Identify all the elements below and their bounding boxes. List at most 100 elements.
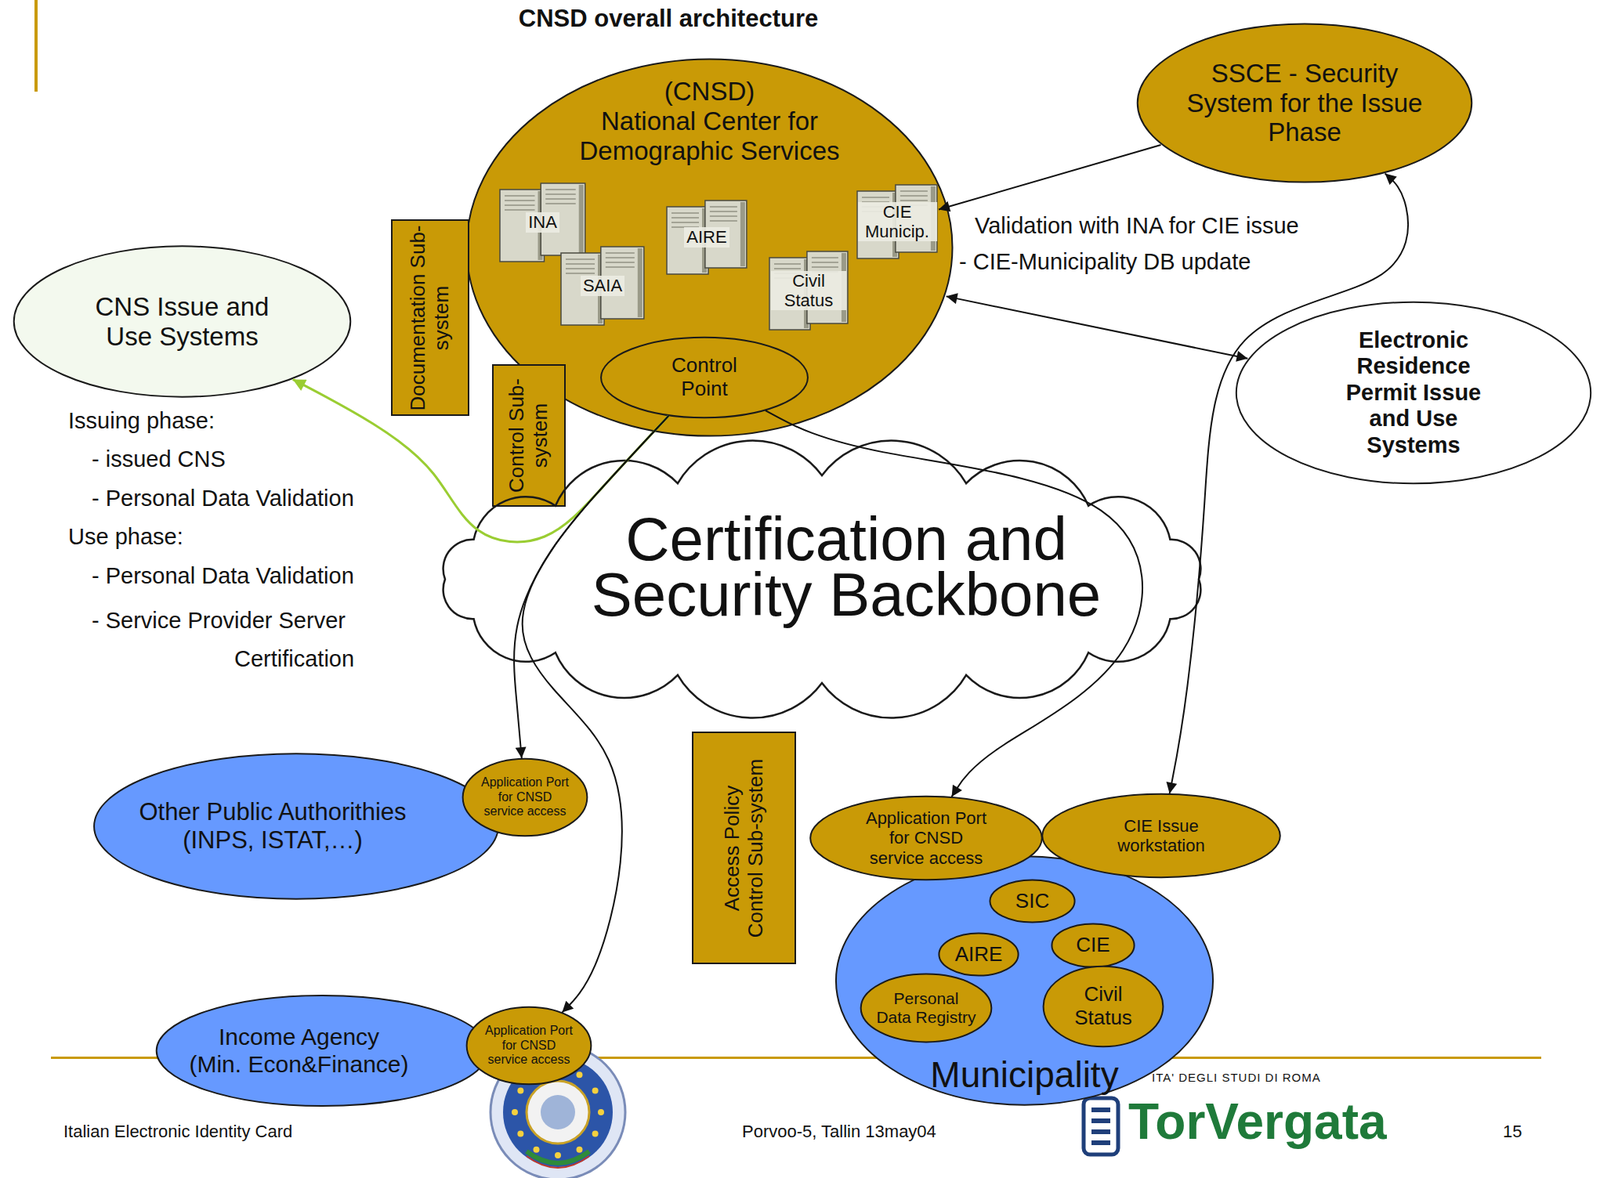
node-text-area: AIRE xyxy=(938,933,1019,977)
server-icon: INA xyxy=(498,181,587,264)
workstation-ellipse: CIE Issue workstation xyxy=(1041,793,1282,879)
node-text-area: Application Port for CNSD service access xyxy=(809,796,1043,881)
node-label: CIE xyxy=(1075,933,1110,958)
node-text-area: Electronic Residence Permit Issue and Us… xyxy=(1234,300,1593,486)
node-text-area: SAIA xyxy=(559,245,646,327)
node-text-area: AIRE xyxy=(665,199,749,276)
node-text-area: Application Port for CNSD service access xyxy=(466,1006,592,1086)
accent-bar xyxy=(34,0,38,92)
authority-ellipse: Income Agency(Min. Econ&Finance)Applicat… xyxy=(155,995,490,1108)
phase-item: - Service Provider Server Certification xyxy=(91,601,421,679)
subsystem-box: Documentation Sub-system xyxy=(390,219,470,417)
page-number: 15 xyxy=(1502,1122,1522,1142)
server-icon: Civil Status xyxy=(767,249,850,332)
node-label: Documentation Sub-system xyxy=(406,224,454,413)
server-label: AIRE xyxy=(684,227,729,247)
phase-item: - Personal Data Validation xyxy=(91,485,355,512)
node-label: AIRE xyxy=(955,943,1003,967)
node-label: Application Port for CNSD service access xyxy=(483,1024,575,1068)
subsystem-box: Access Policy Control Sub-system xyxy=(691,731,797,965)
application-port: Application Port for CNSD service access xyxy=(809,796,1043,881)
phase-heading: Issuing phase: xyxy=(68,408,215,435)
node-text-area: CIE Municip. xyxy=(855,183,939,261)
system-ellipse: Electronic Residence Permit Issue and Us… xyxy=(1234,300,1593,486)
node-label: Certification and Security Backbone xyxy=(571,511,1121,622)
edge-note: - CIE-Municipality DB update xyxy=(959,249,1251,276)
node-text-area: CIE Issue workstation xyxy=(1041,793,1282,879)
server-icon: AIRE xyxy=(665,199,749,276)
edge-note: Validation with INA for CIE issue xyxy=(974,213,1300,239)
node-label: Application Port for CNSD service access xyxy=(863,808,989,869)
node-text-area: SSCE - Security System for the Issue Pha… xyxy=(1136,22,1474,184)
registry-ellipse: Personal Data Registry xyxy=(860,973,992,1043)
server-icon: SAIA xyxy=(559,245,646,327)
node-text-area: Civil Status xyxy=(767,249,850,332)
server-label: Civil Status xyxy=(771,271,847,312)
registry-ellipse: SIC xyxy=(989,879,1076,924)
node-label: National Center for Demographic Services xyxy=(576,106,844,167)
node-text-area: Application Port for CNSD service access xyxy=(462,758,588,837)
application-port: Application Port for CNSD service access xyxy=(462,758,588,837)
node-label: Access Policy Control Sub-system xyxy=(720,754,768,943)
university-name: ITA' DEGLI STUDI DI ROMA xyxy=(1151,1071,1322,1085)
connector xyxy=(514,416,669,759)
cns-link xyxy=(293,379,670,543)
node-text-area: SIC xyxy=(989,879,1076,924)
node-text-area: INA xyxy=(498,181,587,264)
university-logo xyxy=(1083,1098,1119,1155)
phase-item: - Personal Data Validation xyxy=(91,563,355,590)
node-label: CNS Issue and Use Systems xyxy=(72,292,293,352)
node-text-area: Income Agency(Min. Econ&Finance) xyxy=(155,995,490,1108)
connector xyxy=(938,144,1162,210)
server-label: INA xyxy=(525,212,560,232)
application-port: Application Port for CNSD service access xyxy=(466,1006,592,1086)
node-text-area: Other Public Authorithies (INPS, ISTAT,…… xyxy=(92,752,500,901)
control-point: Control Point xyxy=(600,336,809,419)
node-label: Other Public Authorithies (INPS, ISTAT,…… xyxy=(108,798,438,855)
connector xyxy=(765,410,1143,797)
node-label: Income Agency xyxy=(218,1024,380,1052)
node-label: Personal Data Registry xyxy=(875,989,978,1028)
node-text-area: Access Policy Control Sub-system xyxy=(691,731,797,965)
node-text-area: Control Sub-system xyxy=(492,364,566,507)
registry-ellipse: CIE xyxy=(1051,923,1135,968)
municipality-ellipse: MunicipalityApplication Port for CNSD se… xyxy=(834,854,1215,1108)
node-label: Electronic Residence Permit Issue and Us… xyxy=(1327,327,1500,459)
slide-title: CNSD overall architecture xyxy=(433,4,904,33)
server-icon: CIE Municip. xyxy=(855,183,939,261)
system-ellipse: SSCE - Security System for the Issue Pha… xyxy=(1136,22,1474,184)
node-text-area: Personal Data Registry xyxy=(860,973,992,1043)
node-label: Control Point xyxy=(657,354,752,402)
node-text-area: Control Point xyxy=(600,336,809,419)
node-text-area: CIE xyxy=(1051,923,1135,968)
node-text-area: CNS Issue and Use Systems xyxy=(12,245,352,399)
node-text-area: Civil Status xyxy=(1042,966,1164,1048)
phase-item: - issued CNS xyxy=(91,446,226,473)
registry-ellipse: AIRE xyxy=(938,933,1019,977)
node-label: Civil Status xyxy=(1064,983,1143,1031)
registry-ellipse: Civil Status xyxy=(1042,966,1164,1048)
authority-ellipse: Other Public Authorithies (INPS, ISTAT,…… xyxy=(92,752,500,901)
subsystem-box: Control Sub-system xyxy=(492,364,566,507)
node-text-area: Certification and Security Backbone xyxy=(413,444,1231,715)
node-label: (Min. Econ&Finance) xyxy=(188,1051,409,1079)
node-label: SIC xyxy=(1015,890,1050,914)
server-label: CIE Municip. xyxy=(857,202,938,243)
node-label: Application Port for CNSD service access xyxy=(479,775,571,819)
node-label: Municipality xyxy=(930,1054,1119,1097)
footer-text: Italian Electronic Identity Card xyxy=(63,1122,293,1142)
system-ellipse: CNS Issue and Use Systems xyxy=(12,245,352,399)
node-text-area: Documentation Sub-system xyxy=(390,219,470,417)
connector xyxy=(522,416,670,1014)
connector xyxy=(946,296,1249,359)
phase-heading: Use phase: xyxy=(68,524,184,551)
backbone-cloud: Certification and Security Backbone xyxy=(413,444,1231,715)
node-label: Control Sub-system xyxy=(505,369,553,503)
node-label: SSCE - Security System for the Issue Pha… xyxy=(1171,58,1438,149)
server-label: SAIA xyxy=(580,275,625,296)
university-logo-text: TorVergata xyxy=(1128,1093,1387,1152)
node-label: (CNSD) xyxy=(664,76,755,107)
node-label: CIE Issue workstation xyxy=(1090,816,1232,857)
